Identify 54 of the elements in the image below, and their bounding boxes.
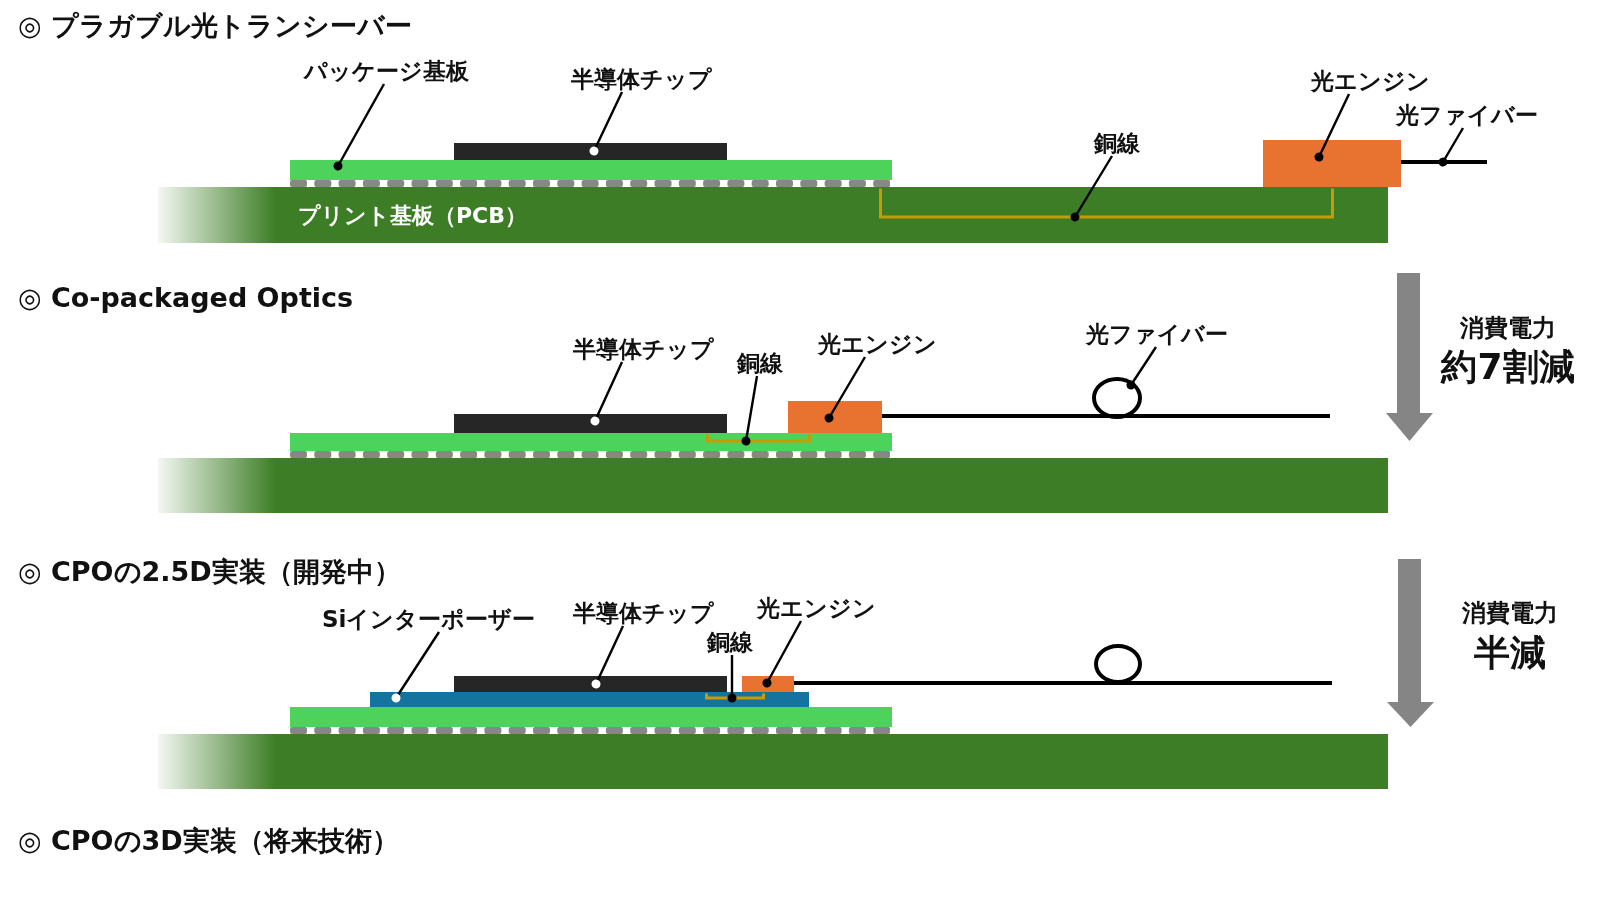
package-substrate bbox=[290, 433, 892, 451]
leader-line bbox=[741, 375, 759, 446]
part-label: 光ファイバー bbox=[1086, 321, 1228, 347]
semiconductor-chip bbox=[454, 676, 727, 692]
optical-engine bbox=[742, 676, 794, 692]
silicon-interposer bbox=[370, 692, 809, 707]
leader-line bbox=[1314, 93, 1351, 162]
copper-wire bbox=[704, 692, 765, 700]
section-heading: ◎ プラガブル光トランシーバー bbox=[18, 9, 412, 41]
package-substrate bbox=[290, 160, 892, 180]
optical-engine bbox=[788, 401, 882, 433]
leader-line bbox=[333, 83, 386, 171]
printed-circuit-board bbox=[158, 458, 1388, 513]
semiconductor-chip bbox=[454, 143, 727, 160]
part-label: 銅線 bbox=[707, 629, 753, 655]
optical-fiber bbox=[792, 644, 1334, 685]
section-heading: ◎ CPOの3D実装（将来技術） bbox=[18, 824, 399, 856]
leader-line bbox=[727, 655, 737, 703]
leader-line bbox=[590, 361, 624, 426]
printed-circuit-board bbox=[158, 187, 1388, 243]
annotation-text: 半減 bbox=[1474, 631, 1546, 673]
optical-fiber bbox=[1399, 160, 1489, 164]
part-label: 銅線 bbox=[1094, 130, 1140, 156]
leader-line bbox=[1070, 155, 1114, 222]
part-label: 光エンジン bbox=[818, 331, 937, 357]
annotation-text: 消費電力 bbox=[1462, 599, 1558, 627]
package-substrate bbox=[290, 707, 892, 727]
leader-line bbox=[1438, 127, 1465, 167]
annotation-text: 消費電力 bbox=[1460, 314, 1556, 342]
annotation-text: 約7割減 bbox=[1441, 345, 1575, 387]
part-label: 光ファイバー bbox=[1396, 102, 1538, 128]
section-heading: ◎ Co-packaged Optics bbox=[18, 281, 354, 313]
part-label: パッケージ基板 bbox=[304, 58, 469, 84]
copper-wire bbox=[878, 187, 1334, 219]
optical-fiber bbox=[880, 377, 1332, 419]
leader-line bbox=[1126, 346, 1157, 390]
part-label: Siインターポーザー bbox=[322, 606, 536, 632]
part-label: 銅線 bbox=[737, 350, 783, 376]
semiconductor-chip bbox=[454, 414, 727, 433]
part-label: 光エンジン bbox=[1311, 68, 1430, 94]
printed-circuit-board bbox=[158, 734, 1388, 789]
leader-line bbox=[391, 631, 440, 703]
section-heading: ◎ CPOの2.5D実装（開発中） bbox=[18, 555, 401, 587]
part-label: 半導体チップ bbox=[573, 600, 714, 626]
leader-line bbox=[762, 620, 803, 688]
optical-engine bbox=[1263, 140, 1401, 187]
leader-line bbox=[589, 91, 624, 156]
part-label: 光エンジン bbox=[757, 595, 876, 621]
part-label: 半導体チップ bbox=[571, 66, 712, 92]
part-label: プリント基板（PCB） bbox=[298, 203, 528, 229]
part-label: 半導体チップ bbox=[573, 336, 714, 362]
leader-line bbox=[591, 625, 625, 689]
leader-line bbox=[824, 356, 867, 423]
copper-wire bbox=[705, 433, 811, 443]
